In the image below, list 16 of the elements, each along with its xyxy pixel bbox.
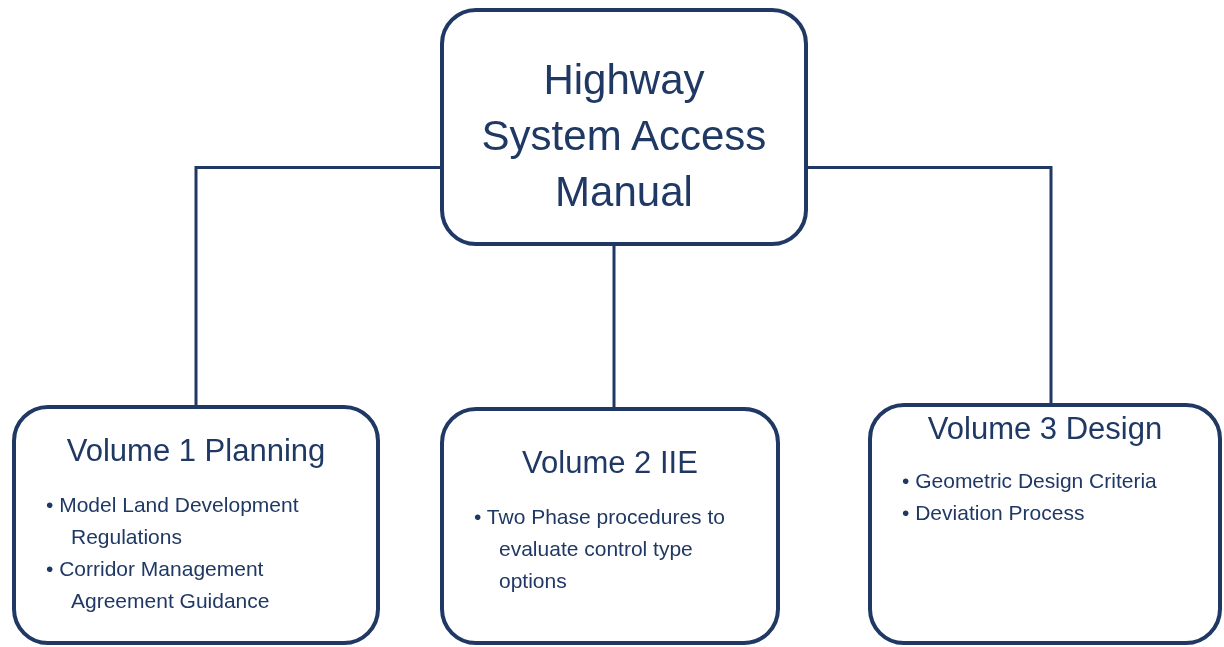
bullet-item: • Model Land Development Regulations [46, 492, 300, 550]
volume-box [12, 405, 380, 645]
title-box [440, 8, 808, 246]
box-heading: Volume 2 IIE [522, 444, 698, 482]
connector-line [194, 165, 440, 405]
box-heading: Highway System Access Manual [480, 55, 768, 217]
volume-box [868, 403, 1222, 645]
bullet-item: • Geometric Design Criteria [902, 468, 1157, 494]
box-heading: Volume 1 Planning [66, 432, 326, 470]
bullet-item: • Corridor Management Agreement Guidance [46, 556, 271, 614]
connector-line [612, 246, 616, 407]
volume-box [440, 407, 780, 645]
bullet-item: • Deviation Process [902, 500, 1086, 526]
connector-line [808, 165, 1053, 403]
bullet-item: • Two Phase procedures to evaluate control type options [474, 504, 726, 594]
box-heading: Volume 3 Design [927, 410, 1163, 448]
